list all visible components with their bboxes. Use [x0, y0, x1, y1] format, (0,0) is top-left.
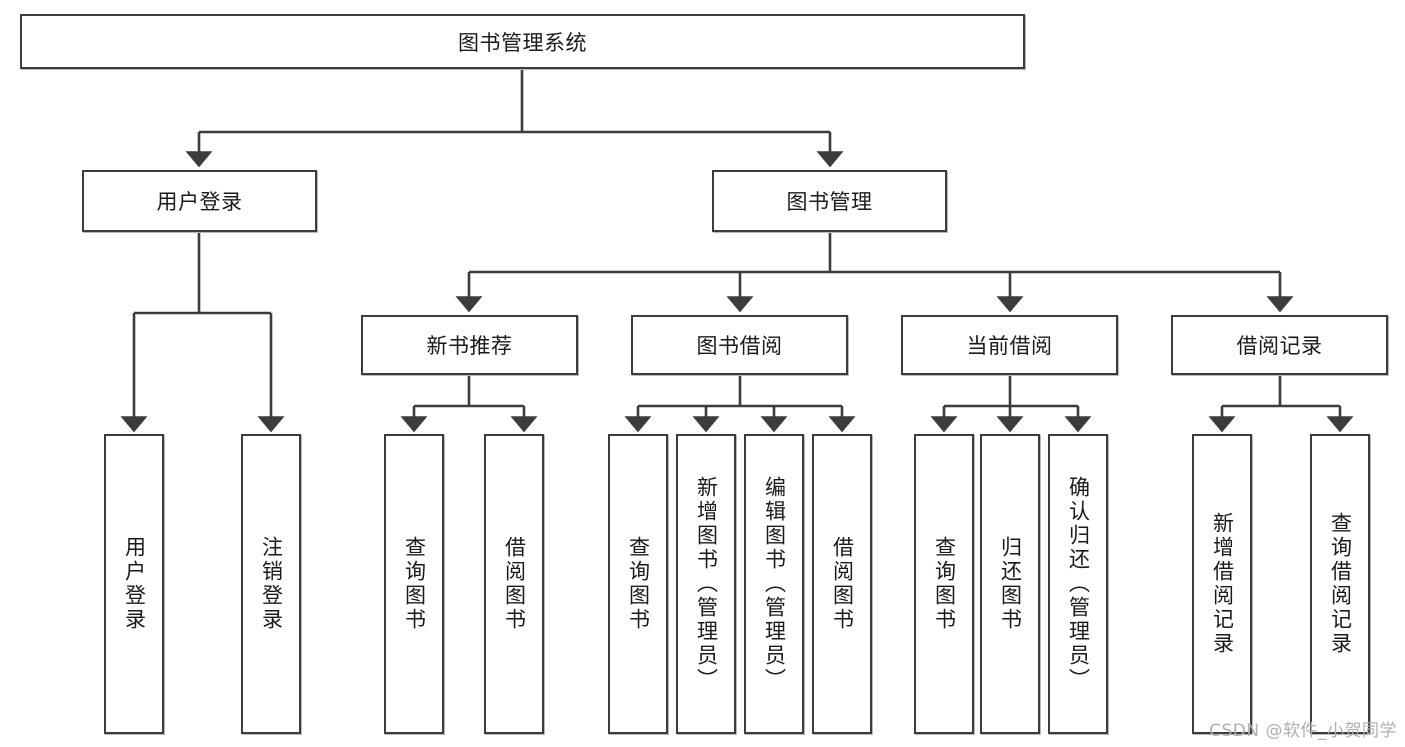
node-user-login[interactable]: 用户登录	[82, 170, 317, 232]
leaf-borrow-book-recommend[interactable]: 借阅图书	[484, 434, 544, 734]
leaf-query-borrow-record[interactable]: 查询借阅记录	[1310, 434, 1370, 734]
node-book-borrow[interactable]: 图书借阅	[631, 315, 848, 375]
leaf-confirm-return-admin[interactable]: 确认归还（管理员）	[1048, 434, 1108, 734]
csdn-watermark: CSDN @软件_小贺同学	[1209, 721, 1397, 741]
leaf-add-borrow-record[interactable]: 新增借阅记录	[1192, 434, 1252, 734]
leaf-user-login[interactable]: 用户登录	[104, 434, 164, 734]
node-book-management[interactable]: 图书管理	[712, 170, 947, 232]
leaf-borrow-book[interactable]: 借阅图书	[812, 434, 872, 734]
leaf-return-book[interactable]: 归还图书	[980, 434, 1040, 734]
root-node-book-management-system[interactable]: 图书管理系统	[20, 14, 1025, 69]
node-new-book-recommendation[interactable]: 新书推荐	[361, 315, 578, 375]
leaf-query-book-borrow[interactable]: 查询图书	[608, 434, 668, 734]
node-current-borrow[interactable]: 当前借阅	[901, 315, 1118, 375]
leaf-logout[interactable]: 注销登录	[241, 434, 301, 734]
leaf-query-book-current[interactable]: 查询图书	[914, 434, 974, 734]
leaf-query-book-recommend[interactable]: 查询图书	[384, 434, 444, 734]
node-borrow-record[interactable]: 借阅记录	[1171, 315, 1388, 375]
leaf-add-book-admin[interactable]: 新增图书（管理员）	[676, 434, 736, 734]
leaf-edit-book-admin[interactable]: 编辑图书（管理员）	[744, 434, 804, 734]
